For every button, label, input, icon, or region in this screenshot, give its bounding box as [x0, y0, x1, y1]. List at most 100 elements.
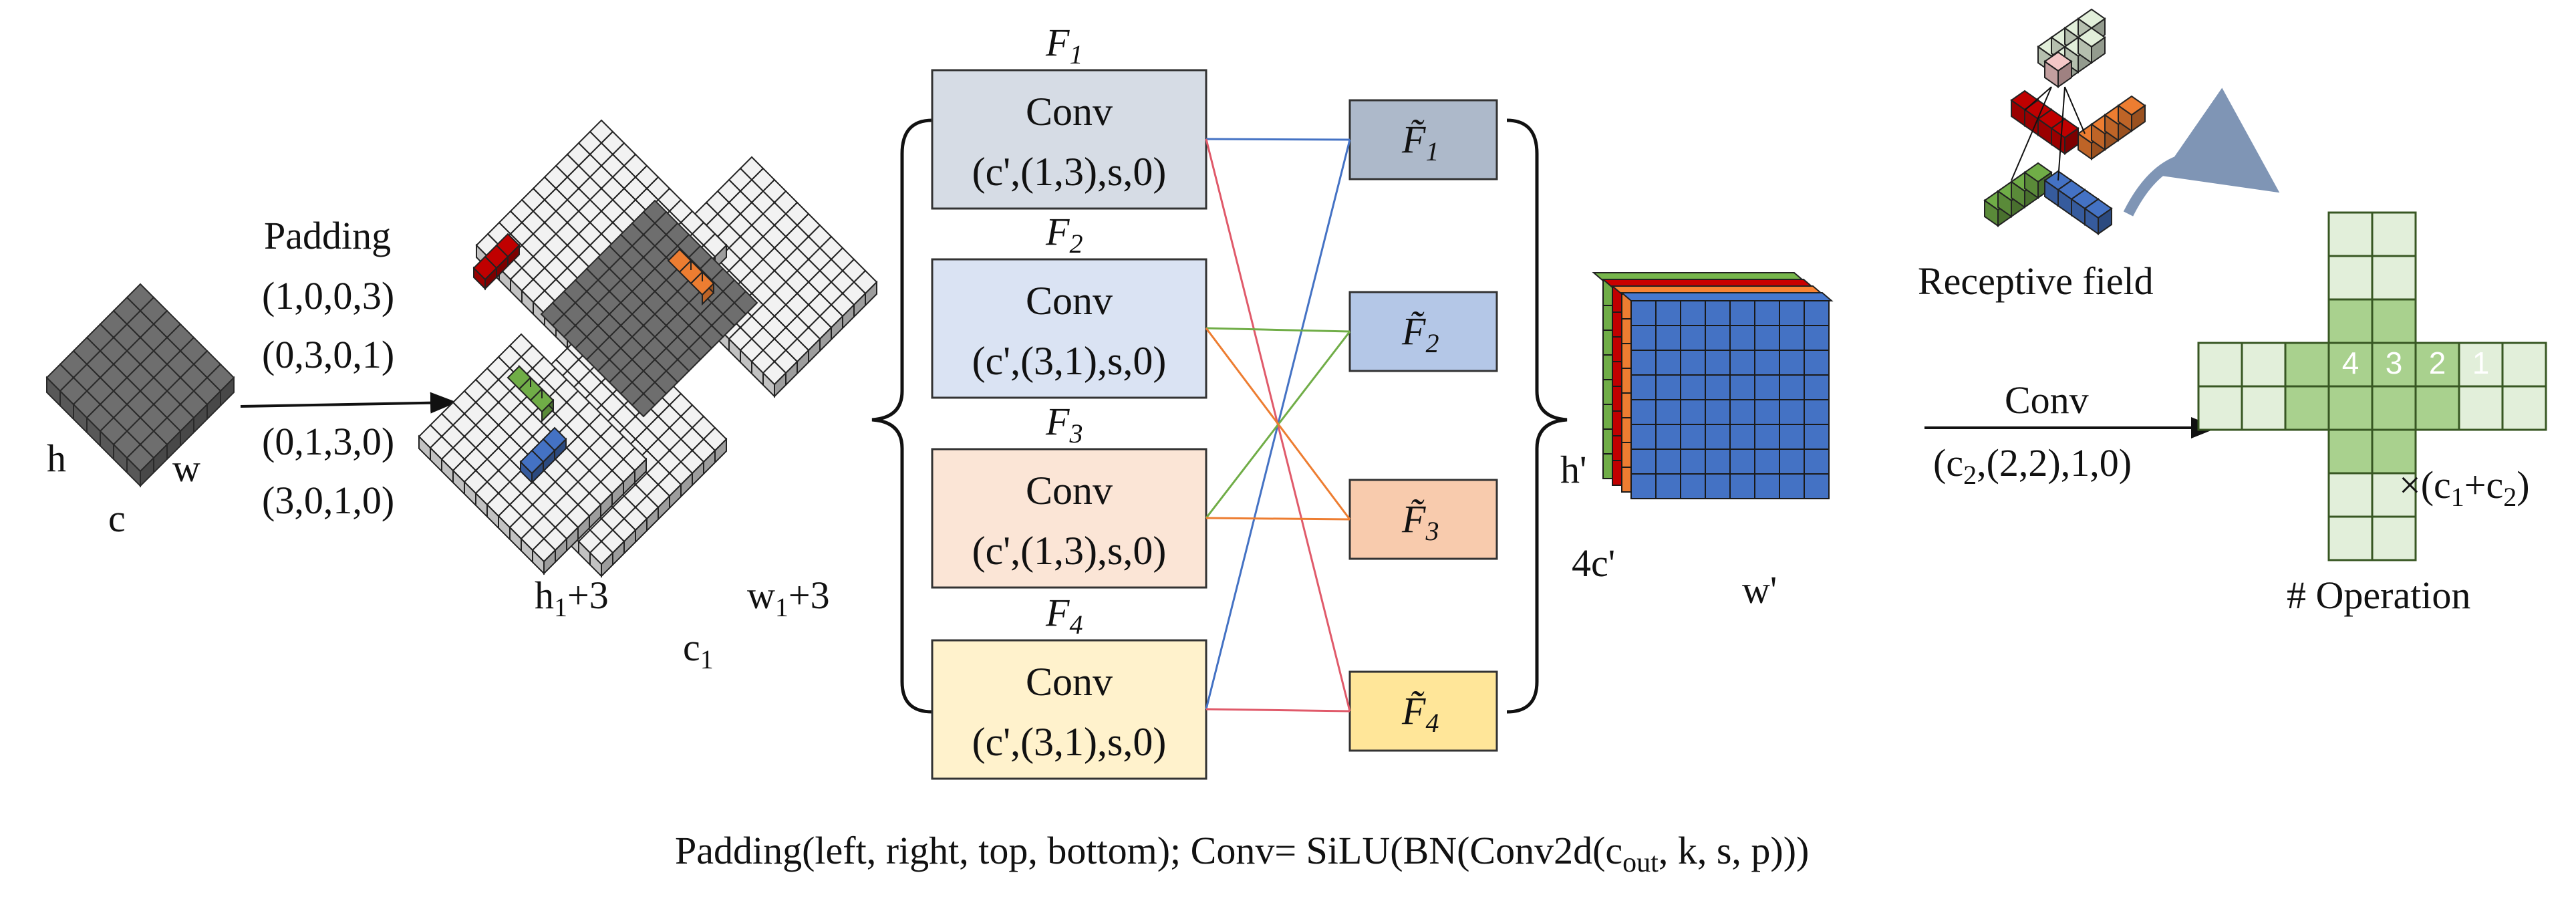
output-cell: [1630, 399, 1657, 425]
output-cell: [1779, 300, 1805, 326]
marker-orange: [667, 247, 715, 306]
marker-blue: [519, 426, 567, 485]
padded-tensor: h1+3 w1+3 c1: [418, 119, 878, 674]
operation-cell: [2327, 472, 2374, 518]
receptive-link: [2011, 86, 2052, 181]
output-cell: [1804, 325, 1830, 351]
output-cell: [1729, 473, 1755, 499]
operation-cell: [2327, 255, 2374, 301]
receptive-cube: [2084, 198, 2113, 235]
operation-cell: [2327, 385, 2374, 431]
output-cell: [1655, 350, 1681, 376]
output-cell: [1754, 399, 1780, 425]
connection-line: [1205, 328, 1351, 520]
marker-green: [507, 364, 555, 423]
branch-connections: [1205, 138, 1351, 713]
branch-1-output-box: [1348, 99, 1498, 180]
padding-group: Padding (1,0,0,3) (0,3,0,1) (0,1,3,0) (3…: [240, 214, 457, 522]
output-label-h: h': [1560, 448, 1586, 491]
output-cell: [1705, 325, 1731, 351]
output-cell: [1680, 399, 1706, 425]
output-cell: [1754, 325, 1780, 351]
input-slab-cell: [126, 443, 155, 473]
output-cell: [1630, 350, 1657, 376]
output-cell: [1705, 374, 1731, 400]
receptive-cube: [2117, 95, 2146, 132]
padded-slab-3-cell: [589, 540, 614, 565]
branch-2-conv-params: (c',(3,1),s,0): [972, 339, 1167, 383]
final-conv-group: Conv (c2,(2,2),1,0): [1924, 378, 2218, 490]
padding-arrow: [240, 392, 457, 414]
output-cell: [1630, 473, 1657, 499]
operation-cell: [2284, 342, 2330, 388]
operation-number: 3: [2386, 346, 2403, 380]
receptive-cube: [2077, 27, 2106, 64]
padding-tuple-4: (3,0,1,0): [262, 479, 394, 522]
padded-core-cell: [631, 392, 656, 418]
operation-cell: [2327, 515, 2374, 561]
output-label-w: w': [1742, 568, 1777, 612]
receptive-field-arrow: [2123, 88, 2280, 217]
branch-3-output-label: F̃3: [1401, 497, 1439, 546]
padded-slab-1-cell: [762, 360, 787, 386]
output-cell: [1804, 374, 1830, 400]
operation-cell: [2458, 385, 2504, 431]
branch-4-conv-params: (c',(3,1),s,0): [972, 720, 1167, 764]
output-cell: [1729, 448, 1755, 475]
output-cell: [1754, 374, 1780, 400]
receptive-field: Receptive field: [1918, 8, 2280, 303]
input-slab: [45, 283, 235, 488]
padded-label-h: h1+3: [535, 573, 609, 622]
output-tensor-cube: [1592, 272, 1834, 499]
padded-label-w: w1+3: [747, 573, 830, 622]
output-layer-top: [1620, 292, 1834, 301]
output-cell: [1680, 350, 1706, 376]
branch-1-output-label: F̃1: [1401, 118, 1439, 166]
operation-number: 2: [2429, 346, 2446, 380]
output-cell: [1754, 448, 1780, 475]
output-cell: [1729, 325, 1755, 351]
marker-red-cell: [472, 255, 498, 281]
output-cell: [1804, 448, 1830, 475]
operation-number: 4: [2342, 346, 2359, 380]
output-cell: [1630, 448, 1657, 475]
output-cell: [1779, 399, 1805, 425]
output-cell: [1804, 300, 1830, 326]
operation-label: # Operation: [2287, 573, 2470, 617]
output-cell: [1655, 399, 1681, 425]
output-cell: [1804, 424, 1830, 450]
output-cell: [1729, 424, 1755, 450]
output-cell: [1680, 374, 1706, 400]
output-layer-4: [1620, 292, 1834, 499]
output-cell: [1705, 448, 1731, 475]
operation-cell: [2371, 298, 2417, 344]
output-cell: [1804, 350, 1830, 376]
output-cell: [1705, 350, 1731, 376]
output-cell: [1630, 374, 1657, 400]
output-cell: [1754, 350, 1780, 376]
output-cell: [1655, 374, 1681, 400]
padded-slab-4-cell: [531, 537, 557, 563]
connection-line: [1205, 327, 1350, 333]
conv-branches: F1Conv(c',(1,3),s,0)F̃1F2Conv(c',(3,1),s…: [931, 21, 1498, 780]
output-cell: [1729, 374, 1755, 400]
output-cell: [1779, 448, 1805, 475]
output-cell: [1754, 300, 1780, 326]
output-cell: [1655, 448, 1681, 475]
operation-cell: [2371, 385, 2417, 431]
branch-4-output-label: F̃4: [1401, 689, 1439, 738]
final-conv-title: Conv: [2005, 378, 2089, 422]
output-tensor: h' 4c' w': [1560, 272, 1834, 612]
output-cell: [1655, 325, 1681, 351]
operation-cell: [2327, 298, 2374, 344]
padded-tensor-grid: [418, 119, 878, 578]
output-cell: [1680, 473, 1706, 499]
operation-cell: [2197, 342, 2243, 388]
input-tensor-grid: [45, 283, 235, 488]
output-cell: [1680, 325, 1706, 351]
output-cell: [1630, 424, 1657, 450]
output-cell: [1630, 300, 1657, 326]
